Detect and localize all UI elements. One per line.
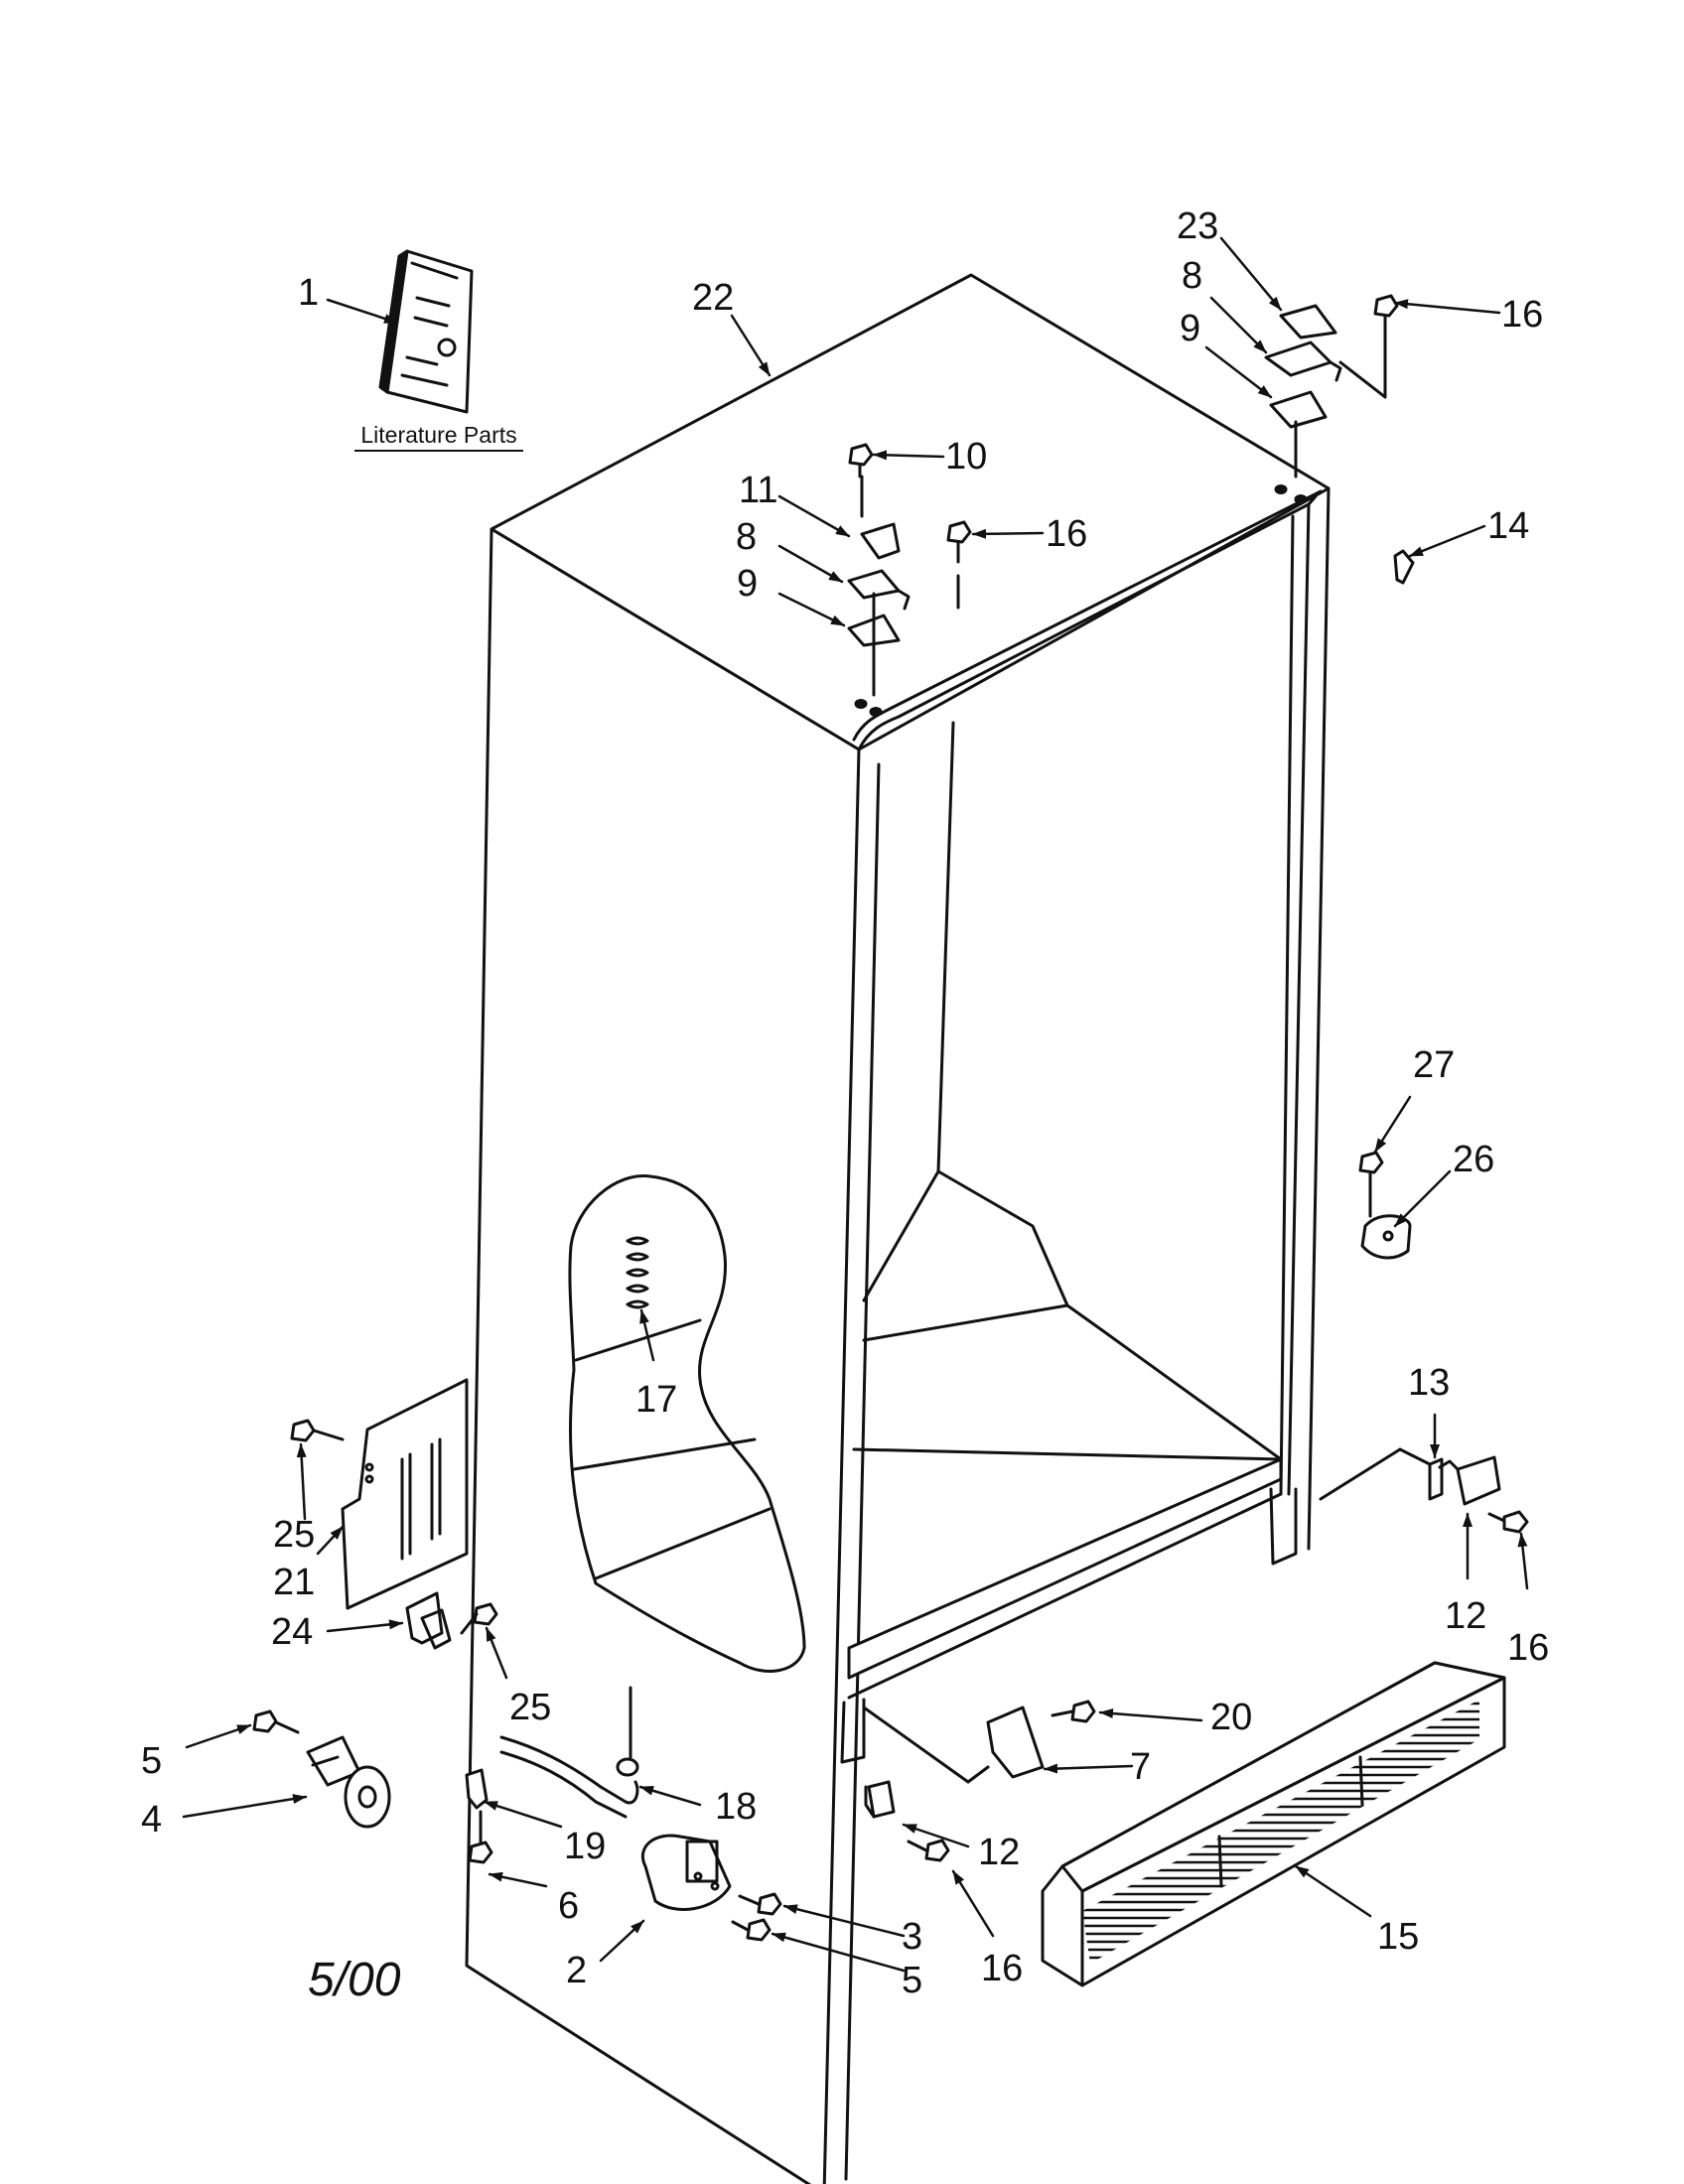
callout-11: 11 <box>739 470 777 511</box>
callout-16-top-right: 16 <box>1501 294 1543 336</box>
cabinet-body <box>465 273 1331 2184</box>
callout-16-lower: 16 <box>981 1948 1023 1989</box>
callout-1: 1 <box>298 272 319 314</box>
callout-17: 17 <box>635 1379 677 1421</box>
callout-20: 20 <box>1210 1697 1252 1738</box>
callout-22: 22 <box>692 277 734 319</box>
bracket-12-lower <box>864 1780 896 1819</box>
water-tube-coil <box>626 1236 649 1309</box>
callout-12-lower: 12 <box>978 1832 1020 1873</box>
callout-27: 27 <box>1413 1044 1455 1086</box>
screw-16-right-hinge <box>1373 294 1399 336</box>
callout-18: 18 <box>715 1786 757 1828</box>
bracket-26 <box>1360 1214 1412 1260</box>
water-tube-18 <box>499 1686 639 1819</box>
screw-16-lower <box>907 1839 950 1862</box>
screw-5-roller <box>252 1709 300 1734</box>
callout-21: 21 <box>273 1562 315 1603</box>
upper-hinge-left <box>847 475 960 697</box>
literature-parts-booklet <box>378 249 474 414</box>
screw-10 <box>848 443 874 478</box>
screw-3 <box>738 1892 782 1916</box>
screw-16-bracket-12 <box>1487 1510 1529 1534</box>
callout-23: 23 <box>1177 205 1218 247</box>
screw-27 <box>1358 1151 1384 1218</box>
screw-6 <box>468 1810 493 1864</box>
callout-8-right: 8 <box>1182 255 1202 297</box>
callout-16-left-hinge: 16 <box>1046 513 1087 555</box>
screw-16-left-hinge <box>946 520 972 564</box>
callout-3: 3 <box>902 1916 922 1958</box>
clip-14 <box>1393 549 1415 585</box>
callout-9-right: 9 <box>1180 308 1200 349</box>
callout-labels: 1 22 23 8 9 16 10 11 16 8 9 14 27 26 13 … <box>141 205 1549 2001</box>
callout-25-plate: 25 <box>273 1514 315 1556</box>
screw-25-plate <box>290 1419 345 1442</box>
roller-4 <box>306 1735 391 1829</box>
callout-10: 10 <box>945 436 987 478</box>
bracket-24 <box>405 1591 452 1650</box>
callout-12-right: 12 <box>1445 1595 1486 1637</box>
date-code: 5/00 <box>308 1954 401 2006</box>
clip-7 <box>862 1706 1045 1784</box>
callout-6: 6 <box>558 1885 579 1927</box>
callout-2: 2 <box>566 1950 587 1991</box>
callout-5-roller: 5 <box>141 1740 162 1782</box>
cover-plate-21 <box>341 1378 469 1610</box>
callout-8-left: 8 <box>736 516 757 558</box>
screw-5-hinge <box>731 1918 772 1942</box>
clamp-19 <box>465 1768 489 1810</box>
screw-20 <box>1051 1700 1096 1723</box>
screw-25-bracket <box>460 1602 498 1635</box>
callout-7: 7 <box>1130 1746 1151 1788</box>
callout-14: 14 <box>1487 505 1529 547</box>
callout-15: 15 <box>1377 1916 1419 1958</box>
bracket-12-right <box>1438 1455 1501 1506</box>
toe-grille-15 <box>1041 1661 1506 1987</box>
callout-16-right: 16 <box>1507 1627 1549 1669</box>
callout-25-bracket: 25 <box>509 1687 551 1728</box>
upper-hinge-right <box>1264 304 1387 478</box>
callout-19: 19 <box>564 1826 606 1867</box>
leader-arrows <box>182 236 1529 1973</box>
callout-9-left: 9 <box>737 563 758 605</box>
literature-parts-caption: Literature Parts <box>360 422 516 448</box>
callout-5-hinge: 5 <box>902 1960 922 2001</box>
lower-hinge-2 <box>641 1834 732 1911</box>
callout-4: 4 <box>141 1799 162 1841</box>
callout-13: 13 <box>1408 1362 1450 1404</box>
callout-24: 24 <box>271 1611 313 1653</box>
callout-26: 26 <box>1453 1139 1494 1180</box>
spacer-13 <box>1319 1447 1444 1501</box>
